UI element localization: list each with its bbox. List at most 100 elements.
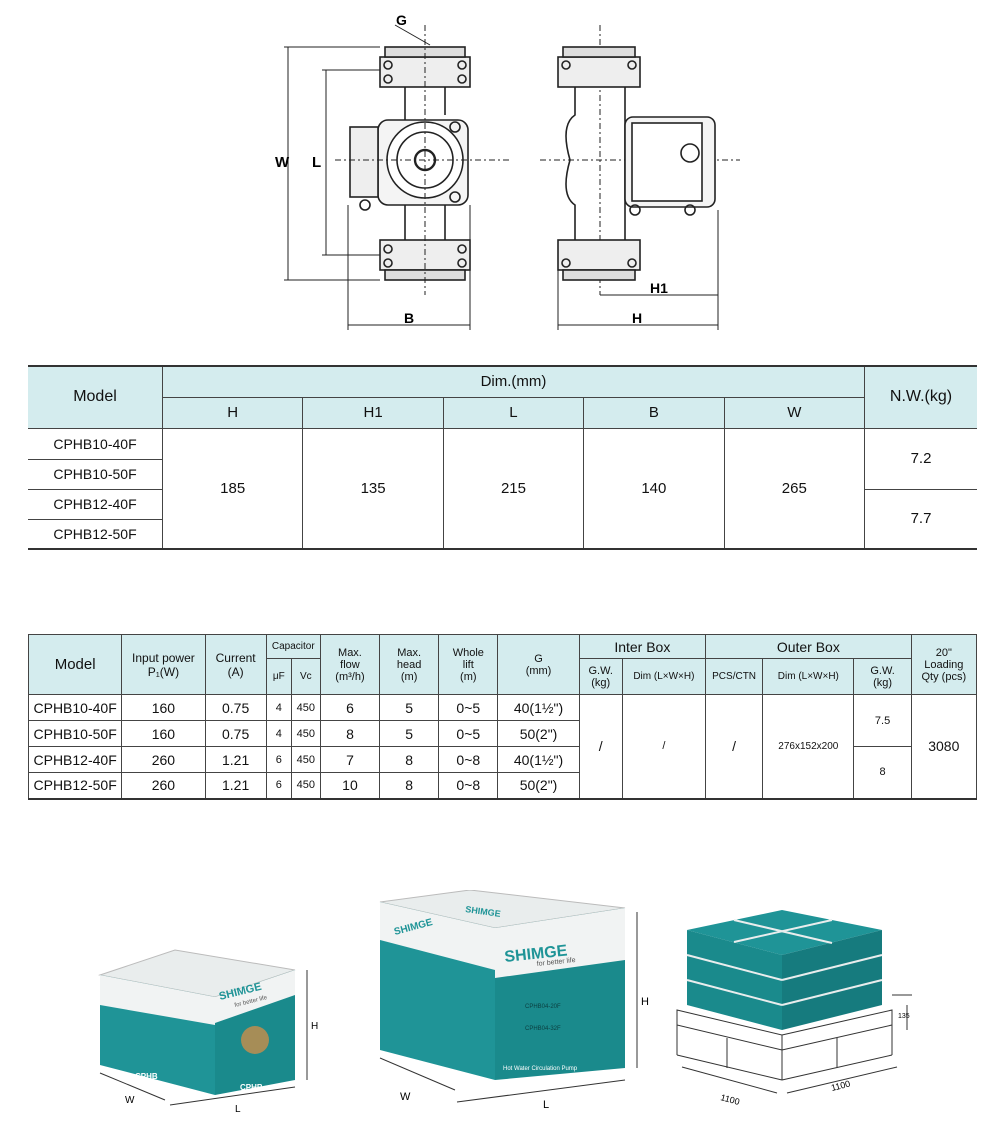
box2-w-label: W <box>400 1091 411 1103</box>
h-label: H <box>632 310 642 326</box>
h-value: 185 <box>161 428 303 549</box>
table-row: CPHB12-50F 260 1.21 6 450 10 8 0~8 50(2"… <box>27 772 977 799</box>
box1-h-label: H <box>311 1021 318 1032</box>
col-h1: H1 <box>302 397 444 428</box>
box2-l-label: L <box>543 1099 549 1111</box>
uf-cell: 4 <box>265 694 292 721</box>
box2-top-label: SHIMGE <box>465 904 502 919</box>
pcs-ctn-header: PCS/CTN <box>705 658 764 695</box>
g-cell: 50(2") <box>497 720 580 747</box>
head-cell: 5 <box>379 720 440 747</box>
pallet-length-label-2: 1100 <box>830 1079 851 1093</box>
outer-gw-header: G.W.(kg) <box>853 658 912 695</box>
uf-header: μF <box>265 658 292 695</box>
pallet-height-label: 135 <box>898 1013 910 1020</box>
inter-dim-cell: / <box>621 694 707 799</box>
vc-cell: 450 <box>290 694 321 721</box>
box2-brand: SHIMGE <box>504 942 569 966</box>
dimension-table: Model Dim.(mm) N.W.(kg) H H1 L B W CPHB1… <box>28 365 977 550</box>
uf-cell: 6 <box>265 772 292 799</box>
w-label: W <box>275 154 290 171</box>
box2-h-label: H <box>641 996 649 1008</box>
l-value: 215 <box>442 428 584 549</box>
lift-cell: 0~8 <box>438 746 499 773</box>
large-box-illustration: SHIMGE SHIMGE SHIMGE for better life CPH… <box>379 890 649 1111</box>
g-cell: 40(1½") <box>497 694 580 721</box>
pcs-ctn-cell: / <box>705 694 764 799</box>
current-cell: 1.21 <box>204 746 267 773</box>
g-header: G(mm) <box>497 634 580 695</box>
pump-dimension-drawing: G W L B H1 H <box>275 12 740 330</box>
table-row: CPHB10-40F 160 0.75 4 450 6 5 0~5 40(1½"… <box>27 694 978 799</box>
box1-w-label: W <box>125 1095 135 1106</box>
capacitor-header: Capacitor <box>265 634 321 659</box>
g-label: G <box>396 12 407 28</box>
box2-slogan: for better life <box>536 957 576 968</box>
box2-label2: CPHB04-32F <box>525 1026 561 1032</box>
outer-dim-header: Dim (L×W×H) <box>762 658 855 695</box>
col-h: H <box>161 397 303 428</box>
box1-side-label: CPHB <box>135 1072 158 1081</box>
table-row: CPHB12-40F 260 1.21 6 450 7 8 0~8 40(1½"… <box>27 746 977 799</box>
inter-dim-header: Dim (L×W×H) <box>621 658 707 695</box>
lift-cell: 0~5 <box>438 694 499 721</box>
flow-cell: 7 <box>319 746 381 773</box>
small-box-illustration: SHIMGE for better life CPHB CPHB H W L <box>98 949 318 1115</box>
lift-cell: 0~8 <box>438 772 499 799</box>
head-cell: 8 <box>379 772 440 799</box>
power-cell: 160 <box>121 720 206 747</box>
l-label: L <box>312 154 321 171</box>
inter-gw-cell: / <box>578 694 623 799</box>
vc-cell: 450 <box>290 746 321 773</box>
outer-gw-cell: 7.5 <box>853 694 912 747</box>
h1-label: H1 <box>650 280 668 296</box>
nw-header: N.W.(kg) <box>864 366 977 428</box>
outer-gw-cell: 8 <box>853 746 912 799</box>
max-head-header: Max.head(m) <box>379 634 440 695</box>
box2-label1: CPHB04-20F <box>525 1004 561 1010</box>
g-cell: 50(2") <box>497 772 580 799</box>
current-cell: 0.75 <box>204 694 267 721</box>
current-cell: 1.21 <box>204 772 267 799</box>
model-cell: CPHB10-40F <box>27 694 123 721</box>
g-cell: 40(1½") <box>497 746 580 773</box>
b-value: 140 <box>583 428 725 549</box>
model-cell: CPHB10-50F <box>27 720 123 747</box>
flow-cell: 10 <box>319 772 381 799</box>
lift-cell: 0~5 <box>438 720 499 747</box>
box2-footer: Hot Water Circulation Pump <box>503 1066 578 1072</box>
nw-value: 7.2 <box>864 428 977 490</box>
w-value: 265 <box>723 428 865 549</box>
head-cell: 5 <box>379 694 440 721</box>
vc-cell: 450 <box>290 720 321 747</box>
model-cell: CPHB10-40F <box>28 428 163 460</box>
inter-box-header: Inter Box <box>578 634 707 659</box>
power-cell: 260 <box>121 772 206 799</box>
model-cell: CPHB12-40F <box>27 746 123 773</box>
loading-qty-cell: 3080 <box>910 694 978 799</box>
flow-cell: 8 <box>319 720 381 747</box>
pallet-illustration: 135 1100 1100 <box>676 910 912 1107</box>
b-label: B <box>404 310 414 326</box>
nw-value: 7.7 <box>864 489 977 549</box>
max-flow-header: Max.flow(m³/h) <box>319 634 381 695</box>
col-b: B <box>583 397 725 428</box>
outer-dim-cell: 276x152x200 <box>762 694 855 799</box>
pallet-length-label-1: 1100 <box>719 1092 740 1107</box>
box1-front-label: CPHB <box>240 1083 263 1092</box>
outer-box-header: Outer Box <box>705 634 912 659</box>
head-cell: 8 <box>379 746 440 773</box>
model-header: Model <box>28 366 163 428</box>
power-cell: 260 <box>121 746 206 773</box>
inter-gw-header: G.W.(kg) <box>578 658 623 695</box>
model-cell: CPHB12-50F <box>27 772 123 799</box>
power-cell: 160 <box>121 694 206 721</box>
uf-cell: 4 <box>265 720 292 747</box>
h1-value: 135 <box>302 428 444 549</box>
model-cell: CPHB12-40F <box>28 489 163 520</box>
col-l: L <box>442 397 584 428</box>
